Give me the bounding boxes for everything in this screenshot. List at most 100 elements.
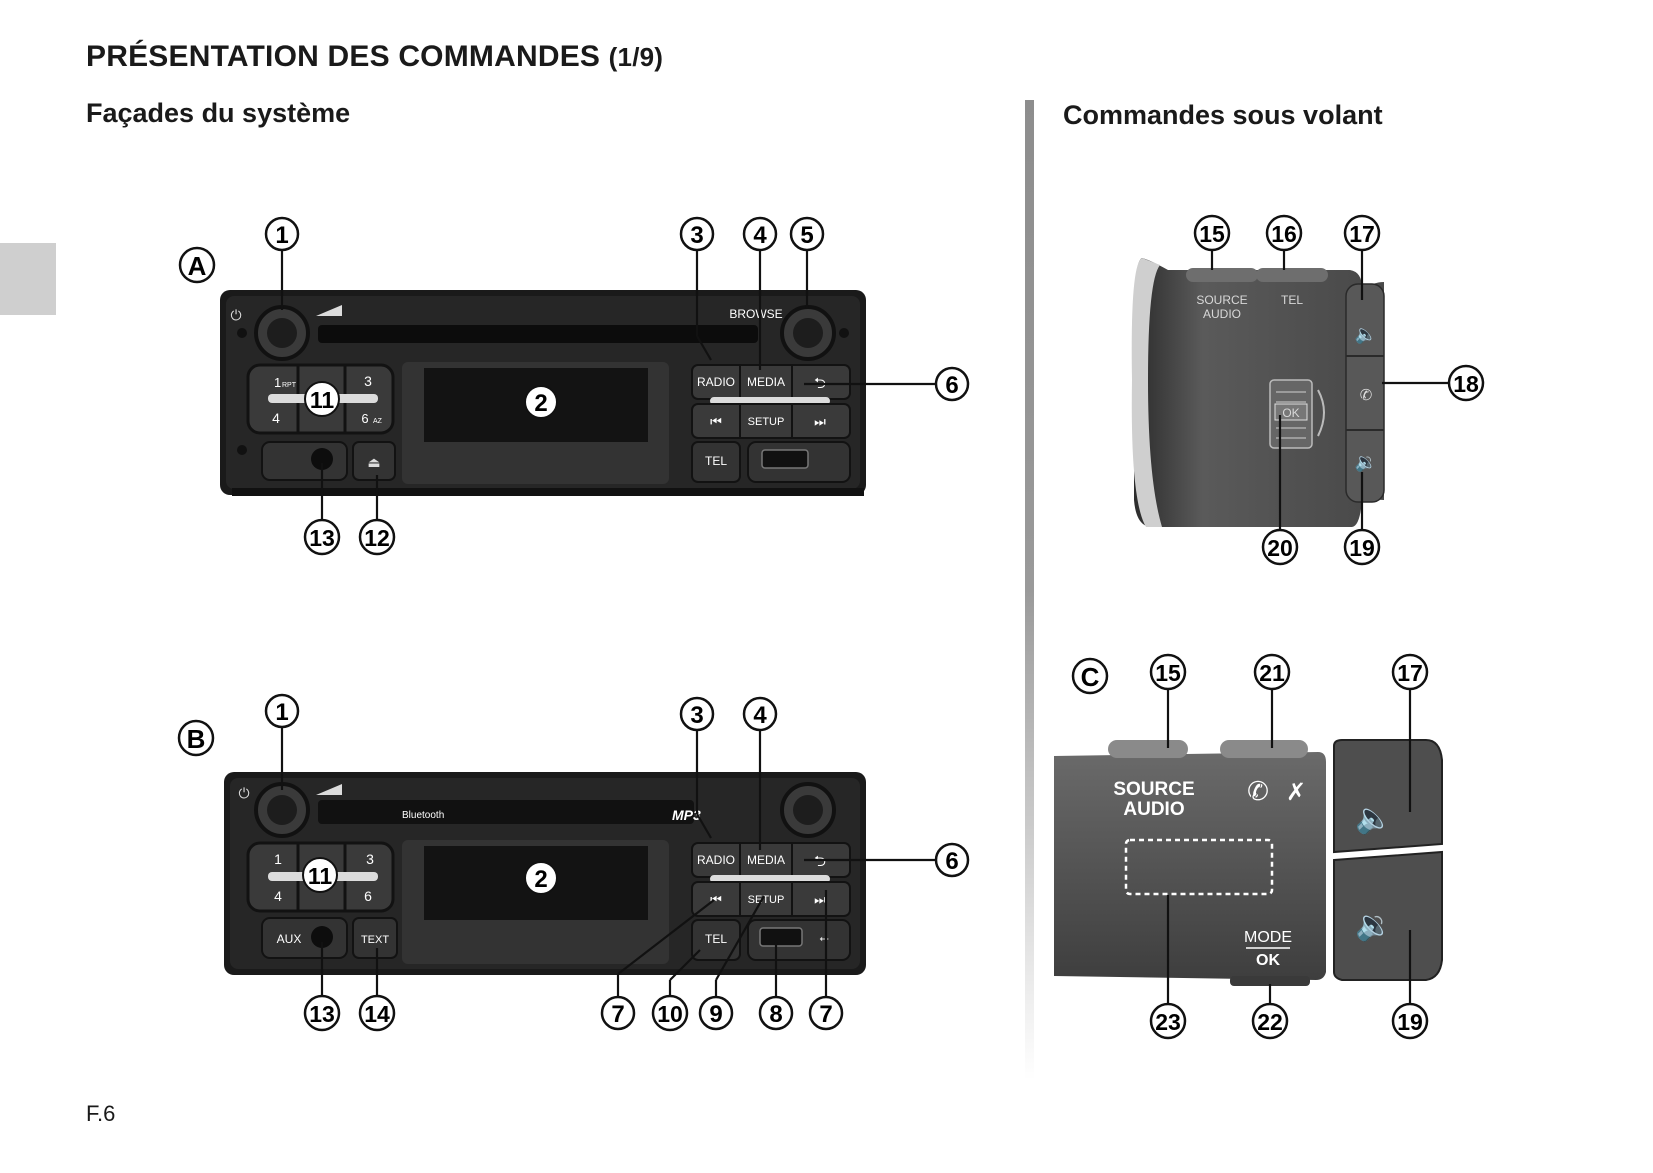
callout-a-11: 11: [304, 381, 340, 417]
chapter-tab: [0, 243, 56, 315]
power-icon: ⏻: [230, 307, 241, 323]
callout-c-23: 23: [1149, 1002, 1187, 1040]
callout-a-3: 3: [679, 216, 715, 252]
svg-text:4: 4: [753, 222, 767, 249]
callouts-steering-1: 15 16 17 18 20 19: [1193, 214, 1485, 566]
eject-icon: ⏏: [367, 454, 380, 470]
page-counter: (1/9): [608, 42, 664, 72]
svg-text:2: 2: [534, 390, 547, 417]
svg-text:Bluetooth: Bluetooth: [402, 810, 444, 821]
callout-letter-c: C: [1071, 657, 1109, 695]
svg-text:AUDIO: AUDIO: [1123, 799, 1184, 820]
svg-text:17: 17: [1397, 660, 1423, 686]
svg-text:16: 16: [1271, 221, 1297, 247]
svg-text:AUDIO: AUDIO: [1203, 307, 1241, 321]
column-divider: [1025, 100, 1034, 1080]
next-icon: ⏭: [814, 414, 826, 429]
svg-text:4: 4: [274, 888, 282, 904]
callout-letter-b: B: [177, 719, 215, 757]
svg-text:SETUP: SETUP: [748, 894, 785, 906]
callout-c-22: 22: [1251, 1002, 1289, 1040]
callouts-b: B 1 3 4 6 2 11 13 1 4 7 10 9 8 7: [177, 693, 970, 1032]
section-title-left: Façades du système: [86, 98, 351, 128]
volume-up-icon-c: 🔈: [1355, 802, 1392, 836]
hangup-icon: ✗: [1286, 779, 1306, 806]
callout-b-2: 2: [524, 861, 558, 895]
svg-text:13: 13: [309, 1001, 335, 1027]
next-icon-b: ⏭: [814, 892, 826, 907]
callout-c-19: 19: [1391, 1002, 1429, 1040]
svg-text:7: 7: [819, 1001, 832, 1028]
svg-text:C: C: [1081, 662, 1100, 692]
callout-a-13: 13: [303, 518, 341, 556]
svg-text:7: 7: [611, 1001, 624, 1028]
volume-down-icon: 🔉: [1355, 452, 1377, 473]
svg-text:TEL: TEL: [705, 454, 727, 468]
svg-text:1: 1: [274, 375, 281, 390]
callout-a-4: 4: [742, 216, 778, 252]
volume-up-icon: 🔈: [1355, 324, 1377, 345]
svg-text:SOURCE: SOURCE: [1196, 293, 1247, 307]
svg-text:RADIO: RADIO: [697, 375, 735, 389]
callout-b-10: 10: [651, 994, 689, 1032]
callout-s1-17: 17: [1343, 214, 1381, 252]
svg-text:OK: OK: [1256, 952, 1280, 969]
svg-text:21: 21: [1259, 660, 1285, 686]
svg-text:3: 3: [690, 702, 703, 729]
callouts-c: C 15 21 17 23 22 19: [1071, 653, 1429, 1040]
svg-text:OK: OK: [1282, 406, 1299, 420]
svg-text:AZ: AZ: [373, 418, 383, 425]
callout-b-7-left: 7: [600, 995, 636, 1031]
svg-text:22: 22: [1257, 1009, 1283, 1035]
previous-icon-b: ⏮: [710, 892, 722, 907]
svg-text:6: 6: [361, 411, 368, 426]
callout-a-1: 1: [264, 216, 300, 252]
callout-a-12: 12: [358, 518, 396, 556]
callout-b-3: 3: [679, 696, 715, 732]
callout-b-9: 9: [698, 995, 734, 1031]
callout-b-7-right: 7: [808, 995, 844, 1031]
previous-icon: ⏮: [710, 414, 722, 429]
svg-text:SETUP: SETUP: [748, 416, 785, 428]
svg-text:TEL: TEL: [1281, 293, 1303, 307]
usb-icon: ⭠: [819, 931, 829, 945]
svg-text:TEXT: TEXT: [361, 934, 389, 946]
svg-text:9: 9: [709, 1001, 722, 1028]
svg-text:13: 13: [309, 525, 335, 551]
section-title-right: Commandes sous volant: [1063, 100, 1383, 130]
svg-text:4: 4: [753, 702, 767, 729]
svg-text:6: 6: [364, 888, 372, 904]
svg-text:MODE: MODE: [1244, 929, 1292, 946]
svg-text:AUX: AUX: [277, 932, 302, 946]
steering-stalk-c: SOURCE AUDIO ✆ ✗ MODE OK 🔈 🔉: [1054, 739, 1443, 986]
svg-text:1: 1: [275, 699, 288, 726]
page-title: PRÉSENTATION DES COMMANDES (1/9): [86, 40, 664, 73]
callout-s1-18: 18: [1447, 364, 1485, 402]
callout-a-6: 6: [934, 366, 970, 402]
callout-a-2: 2: [524, 385, 558, 419]
svg-text:SOURCE: SOURCE: [1113, 779, 1194, 800]
svg-text:8: 8: [769, 1001, 782, 1028]
callout-s1-16: 16: [1265, 214, 1303, 252]
svg-text:18: 18: [1453, 371, 1479, 397]
svg-text:17: 17: [1349, 221, 1375, 247]
callout-s1-19: 19: [1343, 528, 1381, 566]
svg-text:6: 6: [945, 848, 958, 875]
svg-text:B: B: [187, 724, 206, 754]
power-icon-b: ⏻: [238, 785, 249, 801]
svg-text:12: 12: [364, 525, 390, 551]
volume-down-icon-c: 🔉: [1355, 909, 1392, 943]
svg-text:1: 1: [274, 851, 282, 867]
svg-text:19: 19: [1397, 1009, 1423, 1035]
callout-b-1: 1: [264, 693, 300, 729]
svg-text:MEDIA: MEDIA: [747, 853, 785, 867]
back-icon-b: ⮌: [814, 853, 826, 870]
svg-text:15: 15: [1155, 660, 1181, 686]
svg-text:6: 6: [945, 372, 958, 399]
callout-s1-20: 20: [1261, 528, 1299, 566]
callout-b-11: 11: [302, 857, 338, 893]
callouts-a: A 1 3 4 5 6 2 11 13 12: [178, 216, 970, 556]
svg-text:4: 4: [272, 410, 280, 426]
callout-a-5: 5: [789, 216, 825, 252]
